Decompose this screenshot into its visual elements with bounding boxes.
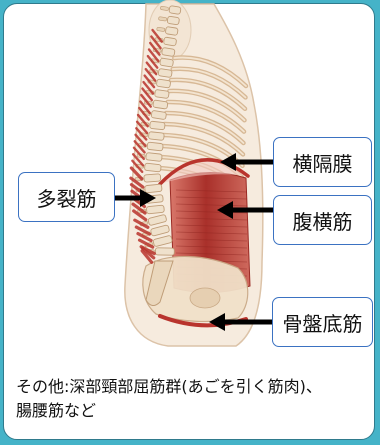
vertebral-body <box>146 153 163 162</box>
arrow-shaft <box>115 196 143 201</box>
label-transversus-abdominis: 腹横筋 <box>273 195 372 245</box>
vertebral-body <box>144 174 161 182</box>
vertebral-body <box>148 132 164 141</box>
vertebral-body <box>147 142 163 151</box>
vertebral-body <box>144 163 161 172</box>
vertebral-body <box>162 47 176 56</box>
vertebral-body <box>155 248 174 256</box>
vertebral-body <box>153 100 168 109</box>
vertebral-body <box>154 89 169 98</box>
footnote-line-1: その他:深部頸部屈筋群(あごを引く筋肉)、 <box>16 376 322 398</box>
vertebral-body <box>151 110 167 119</box>
vertebral-body <box>158 68 172 77</box>
arrow-shaft <box>222 320 272 325</box>
vertebral-body <box>167 16 180 25</box>
arrow-shaft <box>233 160 273 165</box>
label-diaphragm: 横隔膜 <box>273 137 372 187</box>
vertebral-body <box>160 58 174 67</box>
vertebral-body <box>156 79 171 88</box>
vertebral-body <box>163 37 176 46</box>
label-pelvic-floor: 骨盤底筋 <box>272 297 373 347</box>
vertebral-body <box>145 184 163 193</box>
arrow-shaft <box>230 208 273 213</box>
vertebral-body <box>169 6 181 15</box>
vertebral-body <box>150 121 166 130</box>
vertebral-body <box>165 26 178 35</box>
footnote-line-2: 腸腰筋など <box>16 400 96 422</box>
label-multifidus: 多裂筋 <box>18 172 115 222</box>
vertebral-body <box>146 205 164 214</box>
pelvis-socket <box>190 288 220 308</box>
